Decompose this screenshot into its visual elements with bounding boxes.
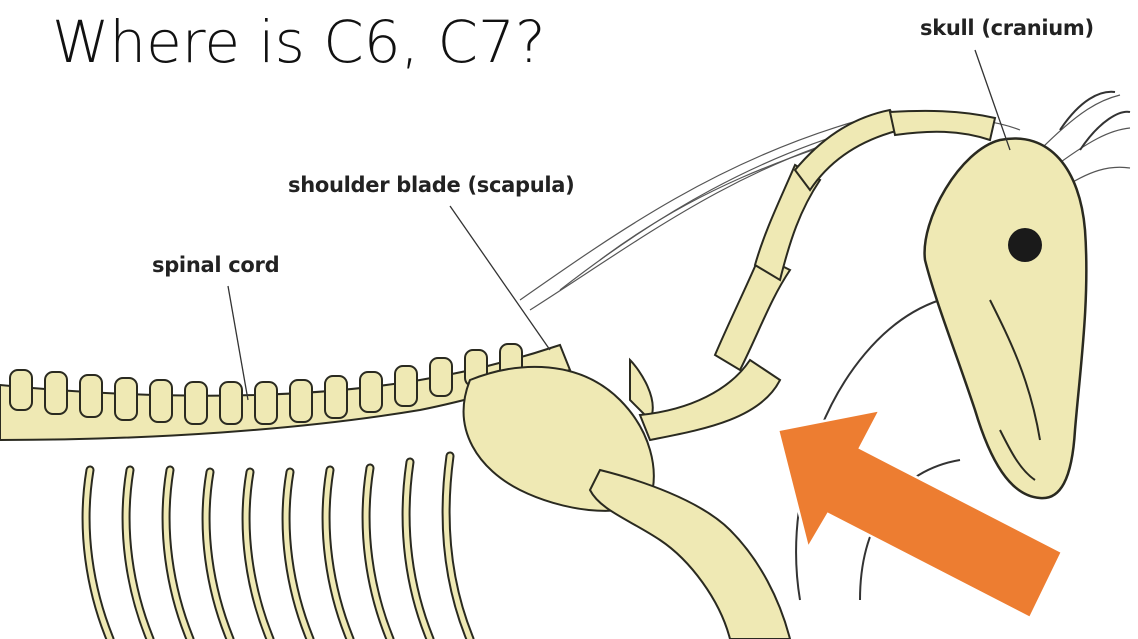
skull (925, 138, 1087, 498)
label-leader-lines (228, 50, 1010, 400)
label-spinal-cord: spinal cord (152, 253, 279, 277)
scapula-spine (630, 360, 653, 420)
humerus (590, 470, 790, 639)
rib-cage (86, 456, 470, 639)
label-skull: skull (cranium) (920, 16, 1094, 40)
label-scapula: shoulder blade (scapula) (288, 173, 574, 197)
ears (1060, 92, 1130, 150)
